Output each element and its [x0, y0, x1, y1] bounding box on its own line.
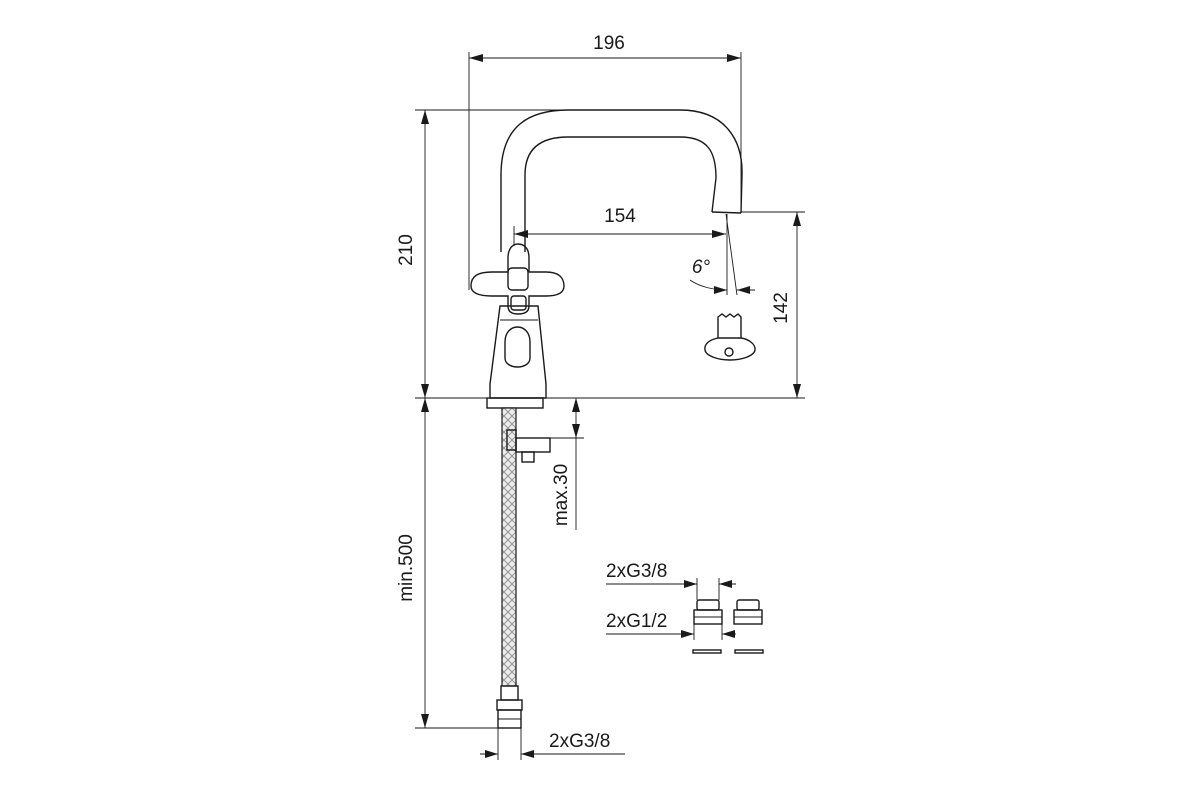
dimension-min500-label: min.500 [396, 534, 417, 602]
dimension-min500: min.500 [396, 398, 500, 729]
dimension-adapter-small-label: 2xG3/8 [606, 561, 667, 582]
mounting-hole-symbol [704, 313, 756, 361]
dimension-adapter-large-label: 2xG1/2 [606, 611, 667, 632]
adapter-left [692, 599, 723, 654]
dimension-angle: 6° [689, 214, 755, 295]
dimension-max30: max.30 [550, 398, 584, 530]
dimension-hose-thread: 2xG3/8 [480, 728, 625, 760]
dimension-hose-thread-label: 2xG3/8 [549, 731, 610, 752]
supply-hose [496, 407, 551, 729]
adapter-right [733, 599, 764, 654]
dimension-max30-label: max.30 [551, 464, 572, 526]
dimension-142-label: 142 [771, 292, 792, 324]
faucet-outline [470, 109, 743, 409]
dimension-adapter-small: 2xG3/8 [606, 561, 736, 600]
dimension-154-label: 154 [604, 206, 636, 227]
dimension-196-label: 196 [593, 33, 625, 54]
thread-adapters [692, 599, 764, 654]
dimension-196: 196 [468, 33, 742, 290]
dimension-210-label: 210 [396, 234, 417, 266]
dimension-142: 142 [741, 211, 805, 398]
dimension-adapter-large: 2xG1/2 [606, 611, 736, 640]
dimension-angle-label: 6° [692, 257, 711, 278]
dimension-154: 154 [513, 206, 738, 296]
dimension-210: 210 [396, 109, 805, 399]
